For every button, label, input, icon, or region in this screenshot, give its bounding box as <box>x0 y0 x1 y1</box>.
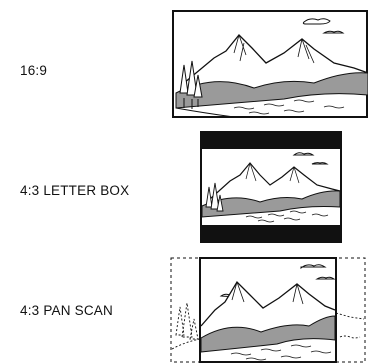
mode-letterbox-row: 4:3 LETTER BOX <box>0 128 370 246</box>
landscape-outside-dashed <box>171 302 365 350</box>
mode-panscan-row: 4:3 PAN SCAN <box>0 250 370 363</box>
mode-16-9-illustration <box>172 10 368 118</box>
mode-panscan-label: 4:3 PAN SCAN <box>20 303 113 318</box>
mode-16-9-label: 16:9 <box>20 63 48 78</box>
landscape-scene <box>201 152 341 223</box>
landscape-scene <box>200 264 336 361</box>
mode-16-9-row: 16:9 <box>0 0 370 120</box>
mode-letterbox-label: 4:3 LETTER BOX <box>20 183 130 198</box>
mode-letterbox-illustration <box>200 131 342 243</box>
mode-panscan-illustration <box>170 257 366 363</box>
landscape-scene <box>175 18 368 118</box>
